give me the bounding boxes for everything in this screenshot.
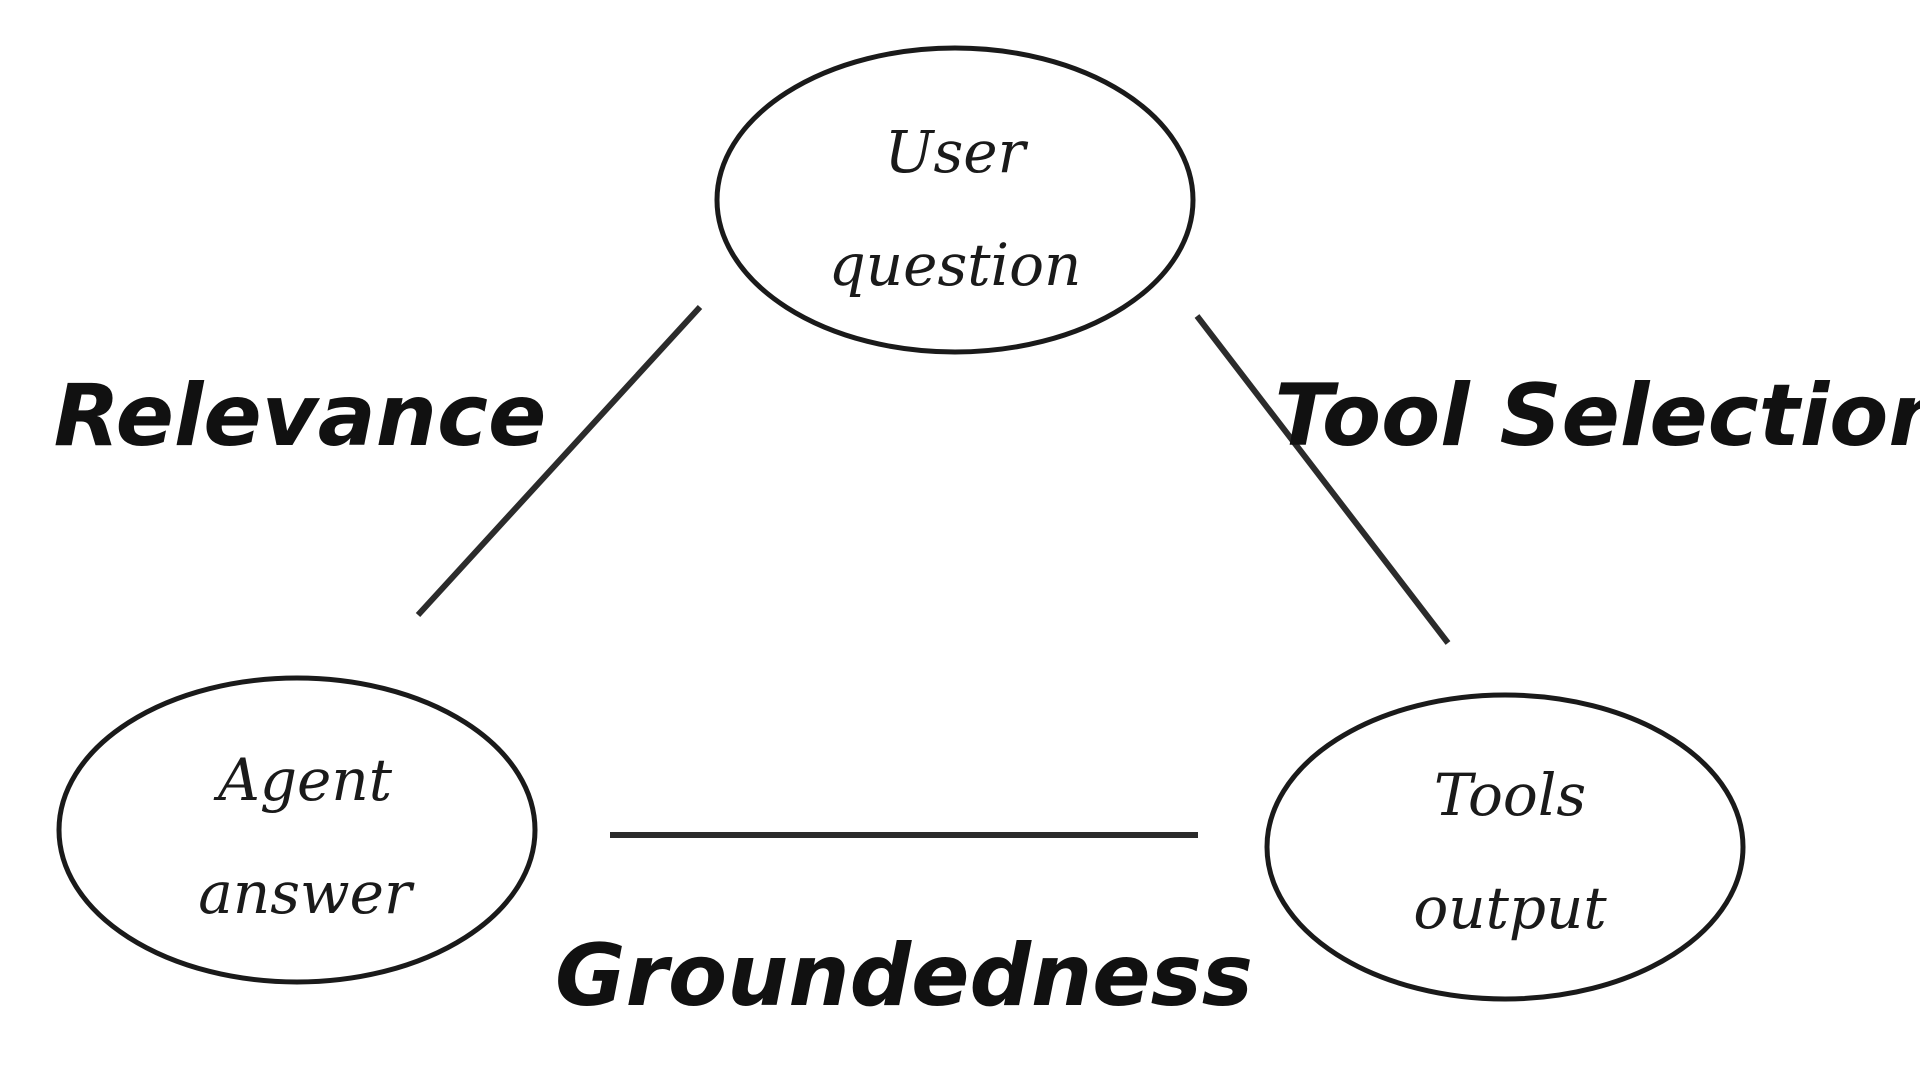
node-agent-answer-line1: Agent (213, 746, 393, 814)
edge-relevance-label: Relevance (54, 366, 547, 466)
node-user-question-line2: question (829, 231, 1082, 299)
edge-relevance-line (415, 304, 703, 618)
edge-tool-selection-label: Tool Selection (1274, 366, 1920, 466)
node-tools-output: Tools output (1264, 692, 1746, 1002)
edge-tool-selection-line (1194, 314, 1451, 645)
node-user-question-ellipse (714, 45, 1196, 355)
node-user-question-line1: User (885, 118, 1029, 186)
node-agent-answer-line2: answer (198, 859, 415, 927)
node-tools-output-ellipse (1264, 692, 1746, 1002)
edge-groundedness-label: Groundedness (555, 926, 1253, 1026)
node-tools-output-line1: Tools (1434, 761, 1586, 829)
node-tools-output-line2: output (1413, 874, 1607, 942)
node-agent-answer: Agent answer (56, 675, 538, 985)
node-user-question: User question (714, 45, 1196, 355)
node-agent-answer-ellipse (56, 675, 538, 985)
